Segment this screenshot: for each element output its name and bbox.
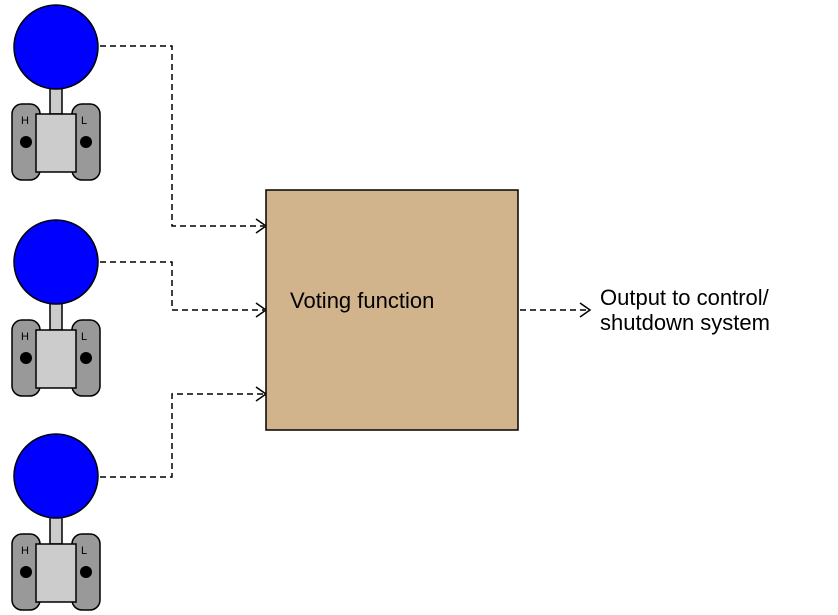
low-port-label: L	[81, 331, 87, 343]
output-label-line1: Output to control/	[600, 285, 770, 310]
output-signal-line	[520, 302, 592, 318]
low-port-dot	[80, 352, 92, 364]
high-port-dot	[20, 352, 32, 364]
high-port-label: H	[21, 545, 29, 557]
transmitter-2: H L	[11, 219, 101, 397]
transmitter-body	[35, 543, 77, 603]
transmitter-body	[35, 329, 77, 389]
signal-line-3	[100, 386, 268, 478]
transmitter-head	[13, 433, 99, 519]
transmitter-head	[13, 4, 99, 90]
high-port-dot	[20, 566, 32, 578]
high-port-dot	[20, 136, 32, 148]
low-port-dot	[80, 566, 92, 578]
high-port-label: H	[21, 115, 29, 127]
voting-box-label: Voting function	[290, 288, 434, 313]
output-label-line2: shutdown system	[600, 310, 770, 335]
voting-box-rect	[265, 189, 519, 431]
low-port-dot	[80, 136, 92, 148]
signal-line-2	[100, 261, 268, 318]
arrowhead	[579, 302, 592, 318]
low-port-label: L	[81, 545, 87, 557]
transmitter-1: H L	[11, 4, 101, 181]
low-port-label: L	[81, 115, 87, 127]
signal-line-1	[100, 45, 268, 234]
voting-function-box: Voting function	[265, 189, 519, 431]
high-port-label: H	[21, 331, 29, 343]
transmitter-body	[35, 113, 77, 173]
transmitter-3: H L	[11, 433, 101, 611]
transmitter-head	[13, 219, 99, 305]
